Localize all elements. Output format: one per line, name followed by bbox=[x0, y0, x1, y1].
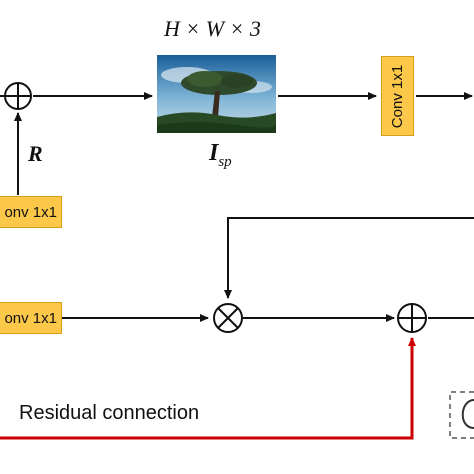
r-label: R bbox=[28, 141, 43, 166]
residual-connection-label: Residual connection bbox=[19, 402, 200, 424]
image-label-sub: sp bbox=[218, 153, 232, 170]
plus-circle-icon bbox=[4, 82, 32, 110]
conv-block-top-right: Conv 1x1 bbox=[381, 56, 414, 136]
residual-connection-path bbox=[0, 337, 416, 440]
image-label-main: I bbox=[209, 140, 219, 166]
tree-photo-icon bbox=[157, 55, 276, 133]
arrow-feedback-loop bbox=[224, 217, 474, 299]
multiply-circle-icon bbox=[213, 303, 243, 333]
conv-block-top-right-label: Conv 1x1 bbox=[389, 64, 406, 128]
header-formula: H × W × 3 bbox=[164, 16, 261, 41]
partial-glyph bbox=[461, 399, 474, 429]
conv-block-mid-left: onv 1x1 bbox=[0, 302, 62, 334]
input-image-thumbnail bbox=[157, 55, 276, 133]
plus-circle-icon bbox=[397, 303, 427, 333]
image-label: Isp bbox=[209, 140, 232, 171]
dashed-box-partial bbox=[449, 391, 474, 439]
conv-block-top-left: onv 1x1 bbox=[0, 196, 62, 228]
